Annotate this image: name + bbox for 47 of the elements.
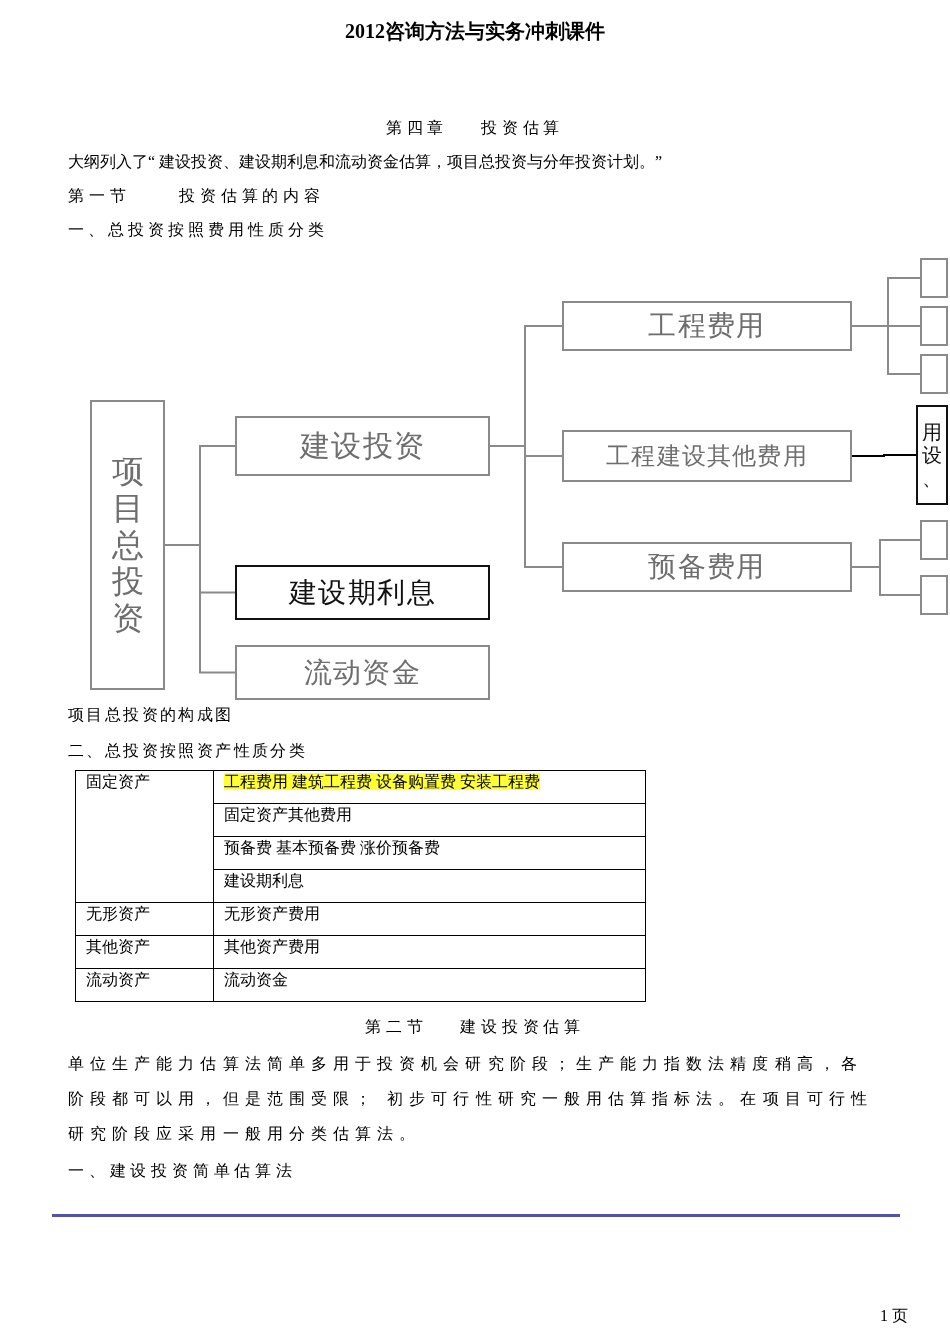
node-label: 工程费用 xyxy=(648,308,766,344)
process-box xyxy=(90,400,165,690)
table-cell: 流动资金 xyxy=(213,968,646,1002)
empty-box xyxy=(920,354,948,394)
process-box xyxy=(562,301,852,351)
subsection-heading: 二、总投资按照资产性质分类 xyxy=(68,741,308,761)
process-box xyxy=(235,416,490,476)
node-label: 建设投资 xyxy=(299,426,426,465)
empty-box xyxy=(920,306,948,346)
paragraph-text: 单位生产能力估算法简单多用于投资机会研究阶段；生产能力指数法精度稍高，各阶段都可以用，但是范围受限； 初步可行性研究一般用估算指标法。在项目可行性研究阶段应采用一般用分类估算法。 xyxy=(68,1054,874,1144)
paragraph-text: 大纲列入了“ 建设投资、建设期利息和流动资金估算，项目总投资与分年投资计划。” xyxy=(68,152,663,172)
process-box xyxy=(235,645,490,700)
subsection-heading: 一、总投资按照费用性质分类 xyxy=(68,220,328,240)
process-box xyxy=(916,405,948,505)
subsection-heading: 一、建设投资简单估算法 xyxy=(68,1161,297,1181)
section-heading: 第二节 建设投资估算 xyxy=(364,1017,586,1037)
node-label: 建设期利息 xyxy=(289,574,436,611)
table-cell: 工程费用 建筑工程费 设备购置费 安装工程费 xyxy=(213,770,646,804)
page-number: 1 页 xyxy=(880,1306,908,1326)
table-cell: 预备费 基本预备费 涨价预备费 xyxy=(213,836,646,870)
table-cell: 其他资产 xyxy=(75,935,214,969)
node-label: 工程建设其他费用 xyxy=(606,441,808,472)
table-cell: 流动资产 xyxy=(75,968,214,1002)
table-cell: 固定资产 xyxy=(75,770,214,903)
process-box xyxy=(235,565,490,620)
table-cell: 无形资产 xyxy=(75,902,214,936)
empty-box xyxy=(920,575,948,615)
chapter-heading: 第四章 投资估算 xyxy=(384,118,566,138)
process-box xyxy=(562,430,852,482)
node-label: 用设、 xyxy=(922,420,942,490)
connector-line xyxy=(851,566,921,596)
figure-caption: 项目总投资的构成图 xyxy=(68,705,234,725)
connector-line xyxy=(489,445,563,568)
node-label: 预备费用 xyxy=(648,549,766,585)
table-cell: 固定资产其他费用 xyxy=(213,803,646,837)
connector-line xyxy=(851,454,917,457)
section-heading: 第一节 投资估算的内容 xyxy=(68,186,325,206)
node-label: 流动资金 xyxy=(303,654,422,691)
process-box xyxy=(562,542,852,592)
table-cell: 无形资产费用 xyxy=(213,902,646,936)
table-cell: 建设期利息 xyxy=(213,869,646,903)
empty-box xyxy=(920,258,948,298)
page-header: 2012咨询方法与实务冲刺课件 xyxy=(344,19,606,44)
table-cell: 其他资产费用 xyxy=(213,935,646,969)
empty-box xyxy=(920,520,948,560)
node-label: 项目总投资 xyxy=(111,453,144,637)
connector-line xyxy=(851,325,921,375)
